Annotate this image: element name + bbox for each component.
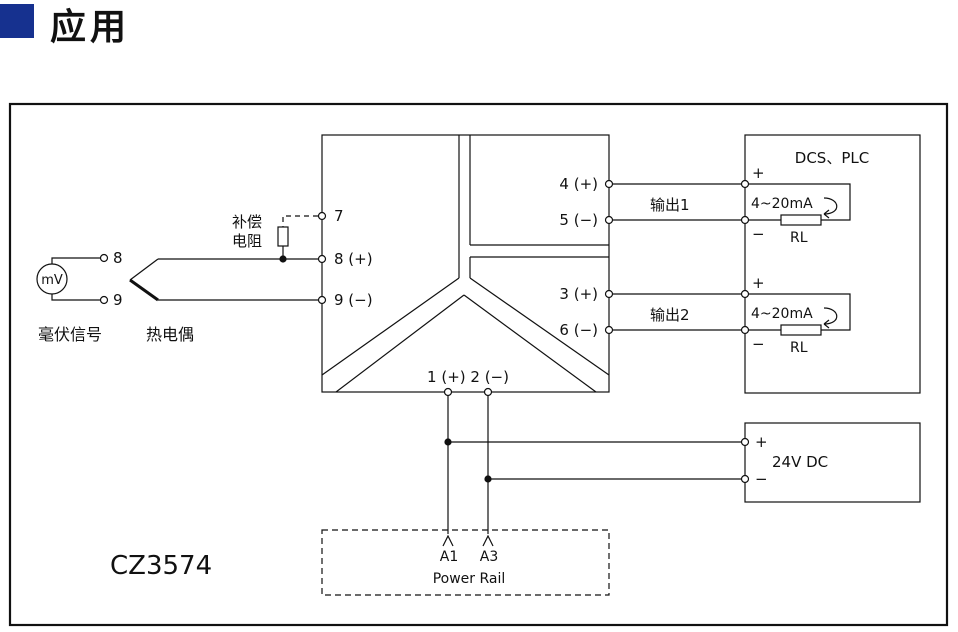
page-title: 应用 xyxy=(50,7,131,48)
power-supply-box xyxy=(744,422,921,503)
thermocouple: 热电偶 xyxy=(129,258,318,344)
header: 应用 xyxy=(0,0,958,70)
module-block xyxy=(321,134,610,393)
label-terminal-6: 6 (−) xyxy=(559,321,598,339)
terminal-8 xyxy=(317,254,327,264)
mv-symbol: mV xyxy=(41,273,63,288)
compensation-label-1: 补偿 xyxy=(232,213,262,231)
dcs-terminal-2-plus xyxy=(740,289,750,299)
output-1-plus: + xyxy=(752,164,765,182)
mv-source: mV 8 9 毫伏信号 xyxy=(36,249,123,344)
output-2-loop: 输出2 + − 4~20mA RL xyxy=(613,274,851,356)
compensation-label-2: 电阻 xyxy=(232,232,262,250)
terminal-6 xyxy=(604,325,614,335)
power-rail-a3: A3 xyxy=(480,549,498,565)
output-1-load-resistor xyxy=(780,214,822,226)
dcs-plc-box xyxy=(744,134,921,394)
output-2-minus: − xyxy=(752,335,765,353)
label-power-terminals: 1 (+) 2 (−) xyxy=(427,368,509,386)
junction-dot-minus xyxy=(484,475,492,483)
model-label: CZ3574 xyxy=(110,551,212,581)
source-pin-8-label: 8 xyxy=(113,249,123,267)
power-rail: A1 A3 Power Rail xyxy=(321,529,610,596)
output-2-label: 输出2 xyxy=(650,306,690,324)
module-box xyxy=(321,134,610,393)
output-2-plus: + xyxy=(752,274,765,292)
output-1-loop: 输出1 + − 4~20mA RL xyxy=(613,164,851,246)
terminal-5 xyxy=(604,215,614,225)
junction-dot-comp xyxy=(279,255,287,263)
dcs-terminal-1-plus xyxy=(740,179,750,189)
source-label: 毫伏信号 xyxy=(38,325,102,344)
terminal-7 xyxy=(317,211,327,221)
output-2-current: 4~20mA xyxy=(751,306,813,322)
output-1-label: 输出1 xyxy=(650,196,690,214)
source-pin-8 xyxy=(99,253,109,263)
dcs-terminal-1-minus xyxy=(740,215,750,225)
supply-minus: − xyxy=(755,470,768,488)
terminal-4 xyxy=(604,179,614,189)
terminal-9 xyxy=(317,295,327,305)
power-rail-box xyxy=(321,529,610,596)
terminal-3 xyxy=(604,289,614,299)
supply-terminal-plus xyxy=(740,437,750,447)
supply-terminal-minus xyxy=(740,474,750,484)
terminal-1 xyxy=(443,387,453,397)
output-2-load-label: RL xyxy=(790,340,808,356)
dcs-plc-label: DCS、PLC xyxy=(795,149,869,167)
label-terminal-7: 7 xyxy=(334,207,344,225)
label-terminal-8: 8 (+) xyxy=(334,250,373,268)
output-1-minus: − xyxy=(752,225,765,243)
label-terminal-4: 4 (+) xyxy=(559,175,598,193)
title-square-icon xyxy=(0,4,34,38)
source-pin-9-label: 9 xyxy=(113,291,123,309)
junction-dot-plus xyxy=(444,438,452,446)
label-terminal-9: 9 (−) xyxy=(334,291,373,309)
power-wiring xyxy=(444,396,741,534)
output-1-current: 4~20mA xyxy=(751,196,813,212)
compensation-resistor-body xyxy=(277,226,289,247)
label-terminal-3: 3 (+) xyxy=(559,285,598,303)
output-2-load-resistor xyxy=(780,324,822,336)
outer-frame xyxy=(8,102,949,627)
thermocouple-label: 热电偶 xyxy=(146,325,194,344)
power-rail-label: Power Rail xyxy=(433,571,506,587)
supply-plus: + xyxy=(755,433,768,451)
supply-label: 24V DC xyxy=(772,453,828,471)
compensation-resistor: 补偿 电阻 xyxy=(232,213,318,263)
label-terminal-5: 5 (−) xyxy=(559,211,598,229)
source-pin-9 xyxy=(99,295,109,305)
terminal-2 xyxy=(483,387,493,397)
power-supply: + − 24V DC xyxy=(740,422,921,503)
output-1-load-label: RL xyxy=(790,230,808,246)
dcs-terminal-2-minus xyxy=(740,325,750,335)
power-rail-a1: A1 xyxy=(440,549,458,565)
